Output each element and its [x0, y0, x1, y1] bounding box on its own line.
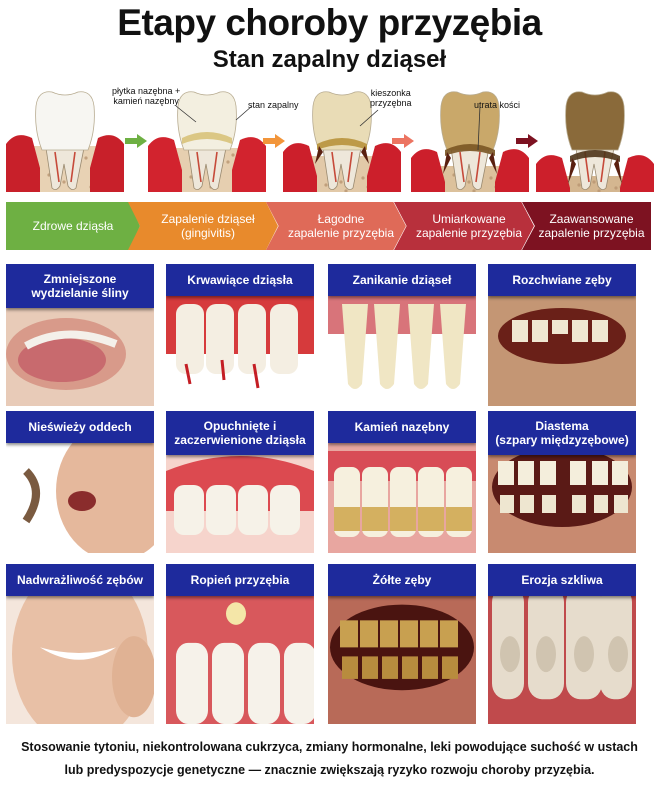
symptom-title: Erozja szkliwa: [488, 564, 636, 596]
tooth-icon: [148, 91, 266, 192]
symptom-card: Ropień przyzębia: [166, 564, 314, 724]
symptom-title: Zanikanie dziąseł: [328, 264, 476, 296]
arrow-right-icon: [392, 134, 414, 148]
arrow-shape: [263, 134, 285, 148]
symptom-card: Nieświeży oddech: [6, 411, 154, 553]
tooth-stage-mild: [283, 86, 401, 192]
tooth-icon: [283, 91, 401, 192]
symptom-title: Nadwrażliwość zębów: [6, 564, 154, 596]
symptom-card: Krwawiące dziąsła: [166, 264, 314, 406]
symptom-card: Zmniejszone wydzielanie śliny: [6, 264, 154, 406]
arrow-shape: [516, 134, 538, 148]
label-inflammation: stan zapalny: [248, 100, 299, 110]
symptom-card: Rozchwiane zęby: [488, 264, 636, 406]
page-subtitle: Stan zapalny dziąseł: [212, 46, 447, 73]
symptom-card: Opuchnięte i zaczerwienione dziąsła: [166, 411, 314, 553]
symptom-title: Zmniejszone wydzielanie śliny: [6, 264, 154, 308]
symptom-title: Ropień przyzębia: [166, 564, 314, 596]
label-plaque: płytka nazębna + kamień nazębny: [112, 86, 181, 106]
stage-moderate: Umiarkowane zapalenie przyzębia: [394, 202, 534, 250]
stage-progress-bar: Zdrowe dziąsła Zapalenie dziąseł (gingiv…: [6, 202, 651, 250]
symptom-title: Nieświeży oddech: [6, 411, 154, 443]
footer-note: Stosowanie tytoniu, niekontrolowana cukr…: [21, 740, 638, 777]
page-title: Etapy choroby przyzębia: [117, 2, 542, 43]
label-leader-lines: [175, 105, 481, 151]
tooth-stage-advanced: [536, 86, 654, 192]
symptom-title: Opuchnięte i zaczerwienione dziąsła: [166, 411, 314, 455]
tooth-icon: [411, 91, 529, 192]
stage-label: Zaawansowane zapalenie przyzębia: [538, 212, 645, 240]
arrow-shape: [125, 134, 147, 148]
stage-label: Zapalenie dziąseł (gingivitis): [161, 212, 255, 240]
stage-gingivitis: Zapalenie dziąseł (gingivitis): [128, 202, 278, 250]
tooth-icon: [6, 91, 124, 192]
tooth-stage-healthy: [6, 86, 124, 192]
tooth-stage-moderate: [411, 86, 529, 192]
arrow-shape: [392, 134, 414, 148]
stage-label: Łagodne zapalenie przyzębia: [287, 212, 395, 240]
tooth-stages-illustration: płytka nazębna + kamień nazębny stan zap…: [0, 80, 659, 198]
symptom-card: Żółte zęby: [328, 564, 476, 724]
symptom-card: Zanikanie dziąseł: [328, 264, 476, 406]
stage-label: Zdrowe dziąsła: [32, 219, 114, 233]
stage-healthy: Zdrowe dziąsła: [6, 202, 140, 250]
symptom-title: Rozchwiane zęby: [488, 264, 636, 296]
tooth-icon: [536, 91, 654, 192]
symptom-title: Diastema (szpary międzyzębowe): [488, 411, 636, 455]
label-bone-loss: utrata kości: [474, 100, 521, 110]
stage-label: Umiarkowane zapalenie przyzębia: [415, 212, 523, 240]
stage-mild: Łagodne zapalenie przyzębia: [266, 202, 406, 250]
symptom-title: Krwawiące dziąsła: [166, 264, 314, 296]
label-pocket: kieszonka przyzębna: [370, 88, 412, 108]
arrow-right-icon: [516, 134, 538, 148]
symptom-card: Kamień nazębny: [328, 411, 476, 553]
arrow-right-icon: [263, 134, 285, 148]
symptom-title: Kamień nazębny: [328, 411, 476, 443]
symptom-card: Diastema (szpary międzyzębowe): [488, 411, 636, 553]
stage-advanced: Zaawansowane zapalenie przyzębia: [522, 202, 651, 250]
symptom-title: Żółte zęby: [328, 564, 476, 596]
arrow-right-icon: [125, 134, 147, 148]
symptom-card: Nadwrażliwość zębów: [6, 564, 154, 724]
symptom-card: Erozja szkliwa: [488, 564, 636, 724]
symptom-photo: [166, 264, 314, 406]
tooth-stage-gingivitis: [148, 86, 266, 192]
